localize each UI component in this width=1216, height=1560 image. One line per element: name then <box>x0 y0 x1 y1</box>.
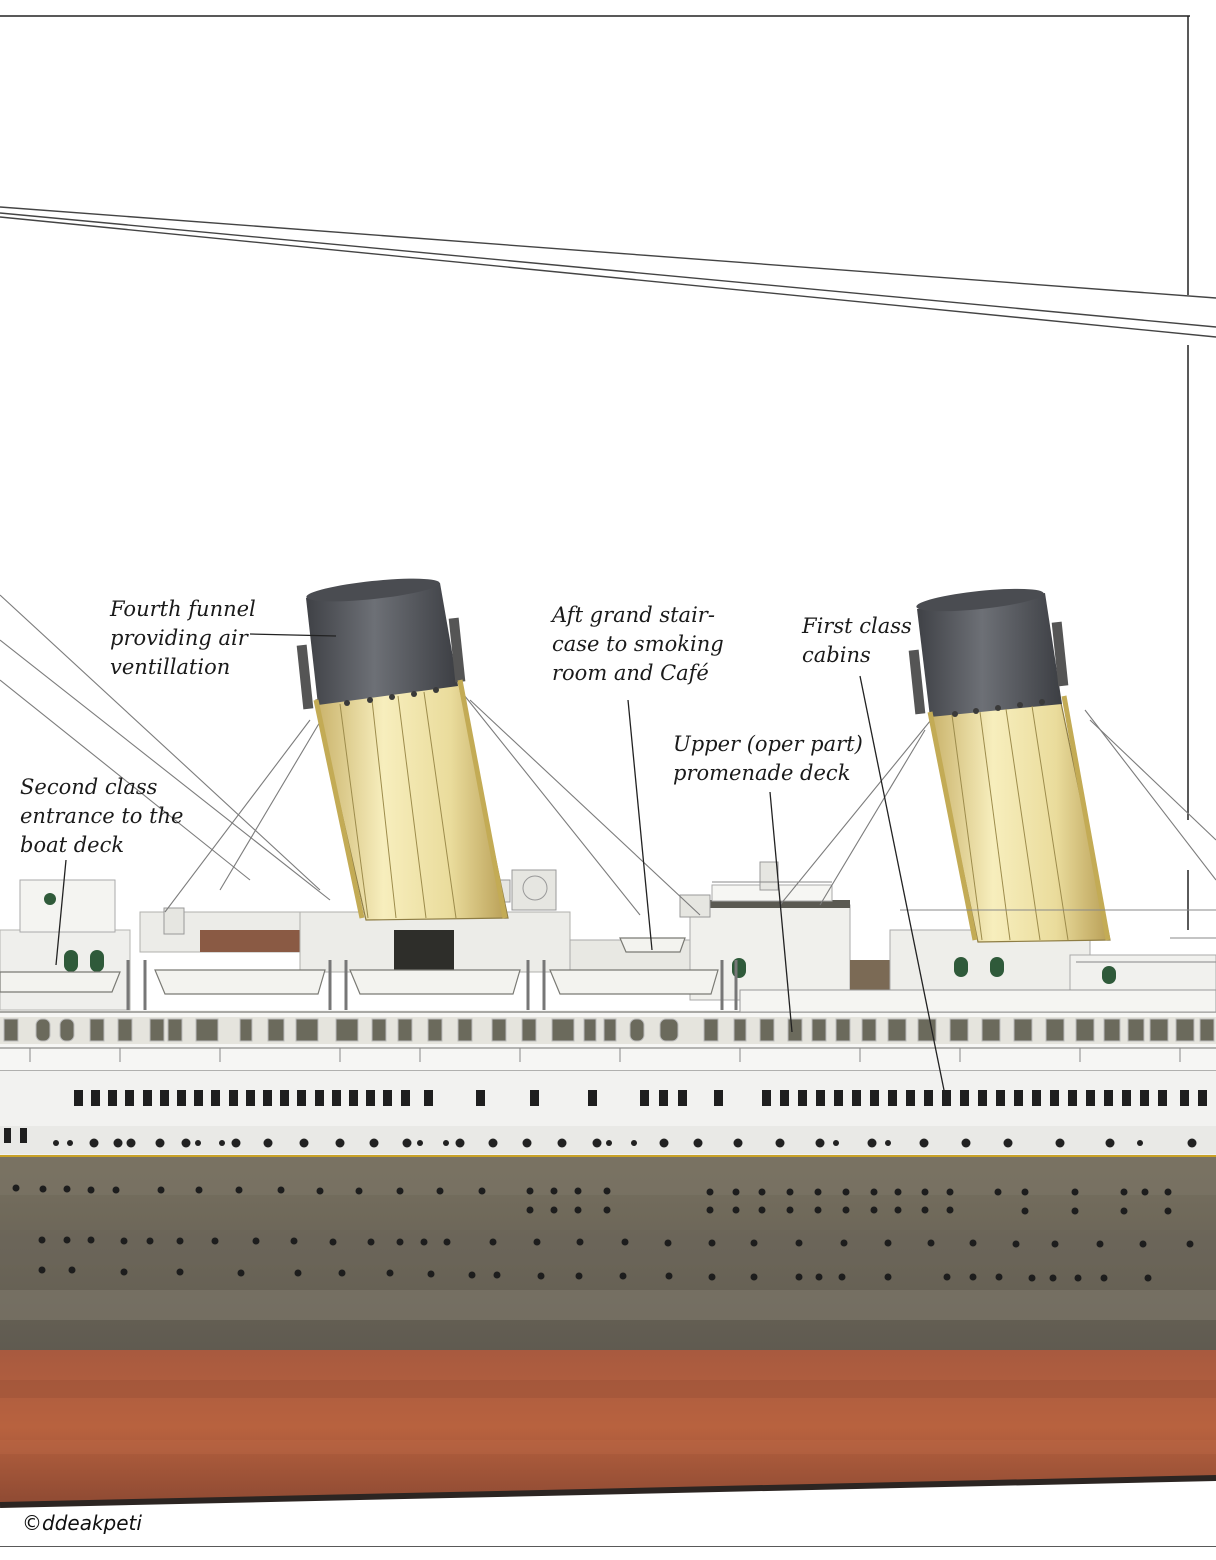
second-class-label-line2: entrance to the <box>20 804 184 828</box>
third-funnel <box>908 588 1111 943</box>
promenade-stanchions <box>29 1048 1181 1062</box>
cabin-window-row <box>4 1090 1207 1143</box>
deckhouse-arched-windows <box>44 893 1116 984</box>
leader-second-class <box>55 859 67 966</box>
upper-promenade-label: Upper (oper part) promenade deck <box>673 730 863 788</box>
fourth-funnel-label: Fourth funnel providing air ventillation <box>110 595 256 682</box>
leader-fourth-funnel <box>249 633 337 637</box>
first-class-label: First class cabins <box>802 612 912 670</box>
aft-staircase-label: Aft grand stair- case to smoking room an… <box>552 601 724 688</box>
fourth-funnel-label-line1: Fourth funnel <box>110 597 256 621</box>
upper-promenade-label-line1: Upper (oper part) <box>673 732 863 756</box>
leader-first-class <box>859 675 947 1101</box>
copyright-credit: ©ddeakpeti <box>22 1511 142 1535</box>
shelter-deck-portholes <box>53 1138 1197 1148</box>
leader-lines <box>55 633 947 1101</box>
deck-railings <box>712 881 1216 963</box>
promenade-windows <box>3 1018 1215 1042</box>
fourth-funnel-label-line2: providing air <box>110 626 248 650</box>
first-class-label-line1: First class <box>802 614 912 638</box>
hull-portholes <box>12 1184 1194 1282</box>
lifeboats <box>0 937 719 995</box>
davits <box>126 960 738 1010</box>
aerial-wires <box>0 206 1216 338</box>
aft-staircase-label-line2: case to smoking <box>552 632 724 656</box>
fourth-funnel <box>296 578 509 921</box>
second-class-label: Second class entrance to the boat deck <box>20 773 184 860</box>
leader-upper-promenade <box>769 791 793 1033</box>
second-class-label-line3: boat deck <box>20 833 125 857</box>
first-class-label-line2: cabins <box>802 643 871 667</box>
funnel-stays <box>0 594 1216 916</box>
aft-staircase-label-line3: room and Café <box>552 661 709 685</box>
leader-aft-staircase <box>627 699 653 951</box>
second-class-label-line1: Second class <box>20 775 158 799</box>
fourth-funnel-label-line3: ventillation <box>110 655 231 679</box>
upper-promenade-label-line2: promenade deck <box>673 761 851 785</box>
aft-staircase-label-line1: Aft grand stair- <box>552 603 715 627</box>
